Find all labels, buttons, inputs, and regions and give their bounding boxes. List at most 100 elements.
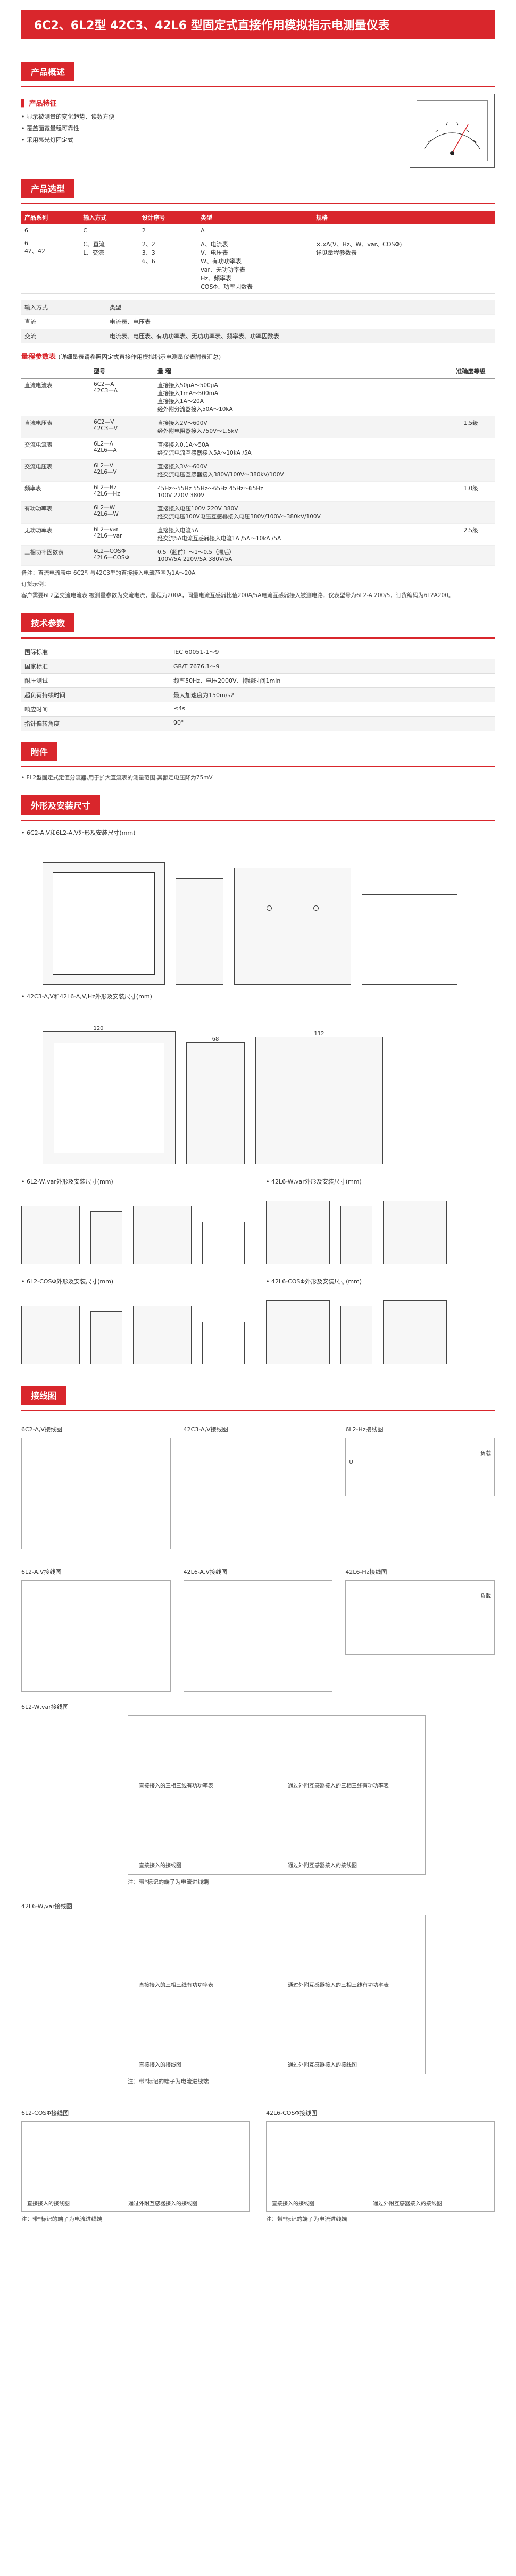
range-cell: 交流电压表 [21,459,90,482]
wiring-caption: 42C3-A,V接线图 [183,1426,228,1433]
front-view [21,1306,80,1364]
type-header: 类型 [106,300,495,315]
tech-cell: 90° [170,716,495,731]
wiring-label: 直接接入的三相三线有功功率表 [139,1783,213,1789]
front-view [266,1201,330,1264]
tech-cell: 耐压测试 [21,673,170,688]
tech-cell: IEC 60051-1～9 [170,645,495,659]
range-cell: 1.5级 [447,416,495,438]
range-cell: 直流电流表 [21,378,90,416]
range-header: 准确度等级 [447,364,495,379]
wiring-note: 注：带*标记的端子为电流进线端 [21,2216,103,2222]
order-text: 客户需要6L2型交流电流表 被测量参数为交流电流，量程为200A，同量电流互感器… [21,592,454,599]
wiring-diagram: 直接接入的三相三线有功功率表 通过外附互感器接入的三相三线有功功率表 直接接入的… [128,1715,426,1875]
range-cell: 直接接入电流5A 经交流5A电流互感器接入电流1A /5A～10kA /5A [154,523,447,546]
front-view [21,1206,80,1264]
wiring-label: 通过外附互感器接入的接线图 [288,2062,357,2068]
dims-caption: • 42L6-W,var外形及安装尺寸(mm) [266,1178,362,1185]
meter-product-image [410,94,495,168]
dims-drawing-1 [21,841,495,985]
model-header: 设计序号 [138,211,198,224]
range-cell [447,438,495,460]
range-cell [447,378,495,416]
range-cell: 0.5（超前）～1～0.5（滞后） 100V/5A 220V/5A 380V/5… [154,545,447,566]
type-header: 输入方式 [21,300,106,315]
range-cell: 6L2—var 42L6—var [90,523,154,546]
section-divider [21,203,495,204]
range-cell: 直接接入2V～600V 经外附电阻器接入750V～1.5kV [154,416,447,438]
wiring-row-3: 6L2-COSΦ接线图 直接接入的接线图 通过外附互感器接入的接线图 注：带*标… [21,2101,495,2226]
range-header: 量 程 [154,364,447,379]
wiring-diagram [21,1438,171,1549]
overview-heading: 产品概述 [21,62,75,81]
tech-cell: 国家标准 [21,659,170,674]
dims-heading: 外形及安装尺寸 [21,795,101,815]
front-view [43,1031,176,1164]
wiring-diagram: 直接接入的三相三线有功功率表 通过外附互感器接入的三相三线有功功率表 直接接入的… [128,1915,426,2074]
dims-section: 外形及安装尺寸 • 6C2-A,V和6L2-A,V外形及安装尺寸(mm) • 4… [21,785,495,1370]
dims-caption: • 42C3-A,V和42L6-A,V,Hz外形及安装尺寸(mm) [21,993,152,1000]
front-view [43,862,165,985]
tech-cell: 超负荷持续时间 [21,687,170,702]
range-cell: 6L2—A 42L6—A [90,438,154,460]
side-view [340,1206,372,1264]
wiring-label: 负载 [480,1451,492,1457]
wiring-label: 通过外附互感器接入的三相三线有功功率表 [288,1983,389,1988]
tech-row: 耐压测试频率50Hz、电压2000V、持续时间1min [21,673,495,688]
cutout-view [202,1222,245,1264]
dimension-label: 120 [93,1026,104,1031]
accessory-section: 附件 • FL2型固定式定值分流器,用于扩大直流表的测量范围,其额定电压降为75… [21,731,495,782]
back-view [255,1037,383,1164]
model-cell: ×.xA(V、Hz、W、var、COSΦ) 详见量程参数表 [312,237,495,294]
tech-cell: 频率50Hz、电压2000V、持续时间1min [170,673,495,688]
wiring-diagram [183,1580,333,1692]
wiring-caption: 42L6-Hz接线图 [345,1568,387,1575]
section-divider [21,1410,495,1411]
range-title: 量程参数表 (详细量表请参照固定式直接作用模拟指示电测量仪表附表汇总) [21,353,221,361]
tech-heading: 技术参数 [21,613,75,632]
range-cell: 频率表 [21,481,90,502]
page: 6C2、6L2型 42C3、42L6 型固定式直接作用模拟指示电测量仪表 产品概… [0,0,516,2236]
accessory-text: • FL2型固定式定值分流器,用于扩大直流表的测量范围,其额定电压降为75mV [21,775,213,781]
range-cell: 6L2—V 42L6—V [90,459,154,482]
model-code: 6 [21,224,80,237]
wiring-caption: 42L6-W,var接线图 [21,1903,72,1910]
model-header: 规格 [312,211,495,224]
range-cell: 45Hz～55Hz 55Hz～65Hz 45Hz～65Hz 100V 220V … [154,481,447,502]
wiring-caption: 6L2-COSΦ接线图 [21,2110,69,2117]
type-cell: 电流表、电压表、有功功率表、无功功率表、频率表、功率因数表 [106,329,495,343]
wiring-diagram [21,1580,171,1692]
wiring-caption: 6L2-Hz接线图 [345,1426,384,1433]
type-cell: 电流表、电压表 [106,314,495,329]
tech-row: 超负荷持续时间最大加速度为150m/s2 [21,687,495,702]
section-divider [21,86,495,87]
dims-caption: • 6L2-W,var外形及安装尺寸(mm) [21,1178,113,1185]
range-cell: 交流电流表 [21,438,90,460]
side-view [340,1306,372,1364]
feature-item: 覆盖面宽量程可靠性 [21,123,114,135]
features-title: ▌ 产品特征 [21,100,57,108]
wiring-caption: 6L2-A,V接线图 [21,1568,62,1575]
range-cell: 有功功率表 [21,501,90,524]
cutout-view [202,1322,245,1364]
dimension-label: 112 [314,1031,324,1037]
section-divider [21,820,495,821]
back-view [383,1300,447,1364]
wiring-diagram: 负载 [345,1580,495,1655]
dims-caption: • 42L6-COSΦ外形及安装尺寸(mm) [266,1278,362,1285]
side-view [186,1042,245,1164]
back-view [234,868,351,985]
wiring-label: 通过外附互感器接入的接线图 [373,2201,442,2207]
wiring-caption: 42L6-COSΦ接线图 [266,2110,318,2117]
range-cell: 2.5级 [447,523,495,546]
range-cell: 直接接入3V～600V 经交流电压互感器接入380V/100V～380kV/10… [154,459,447,482]
features-list: 显示被测量的变化趋势、读数方便 覆盖面宽量程可靠性 采用亮光灯固定式 [21,111,114,146]
dims-pair-2: • 6L2-COSΦ外形及安装尺寸(mm) • 42L6-COSΦ外形及安装尺寸… [21,1270,495,1370]
dimension-label: 68 [212,1036,219,1042]
